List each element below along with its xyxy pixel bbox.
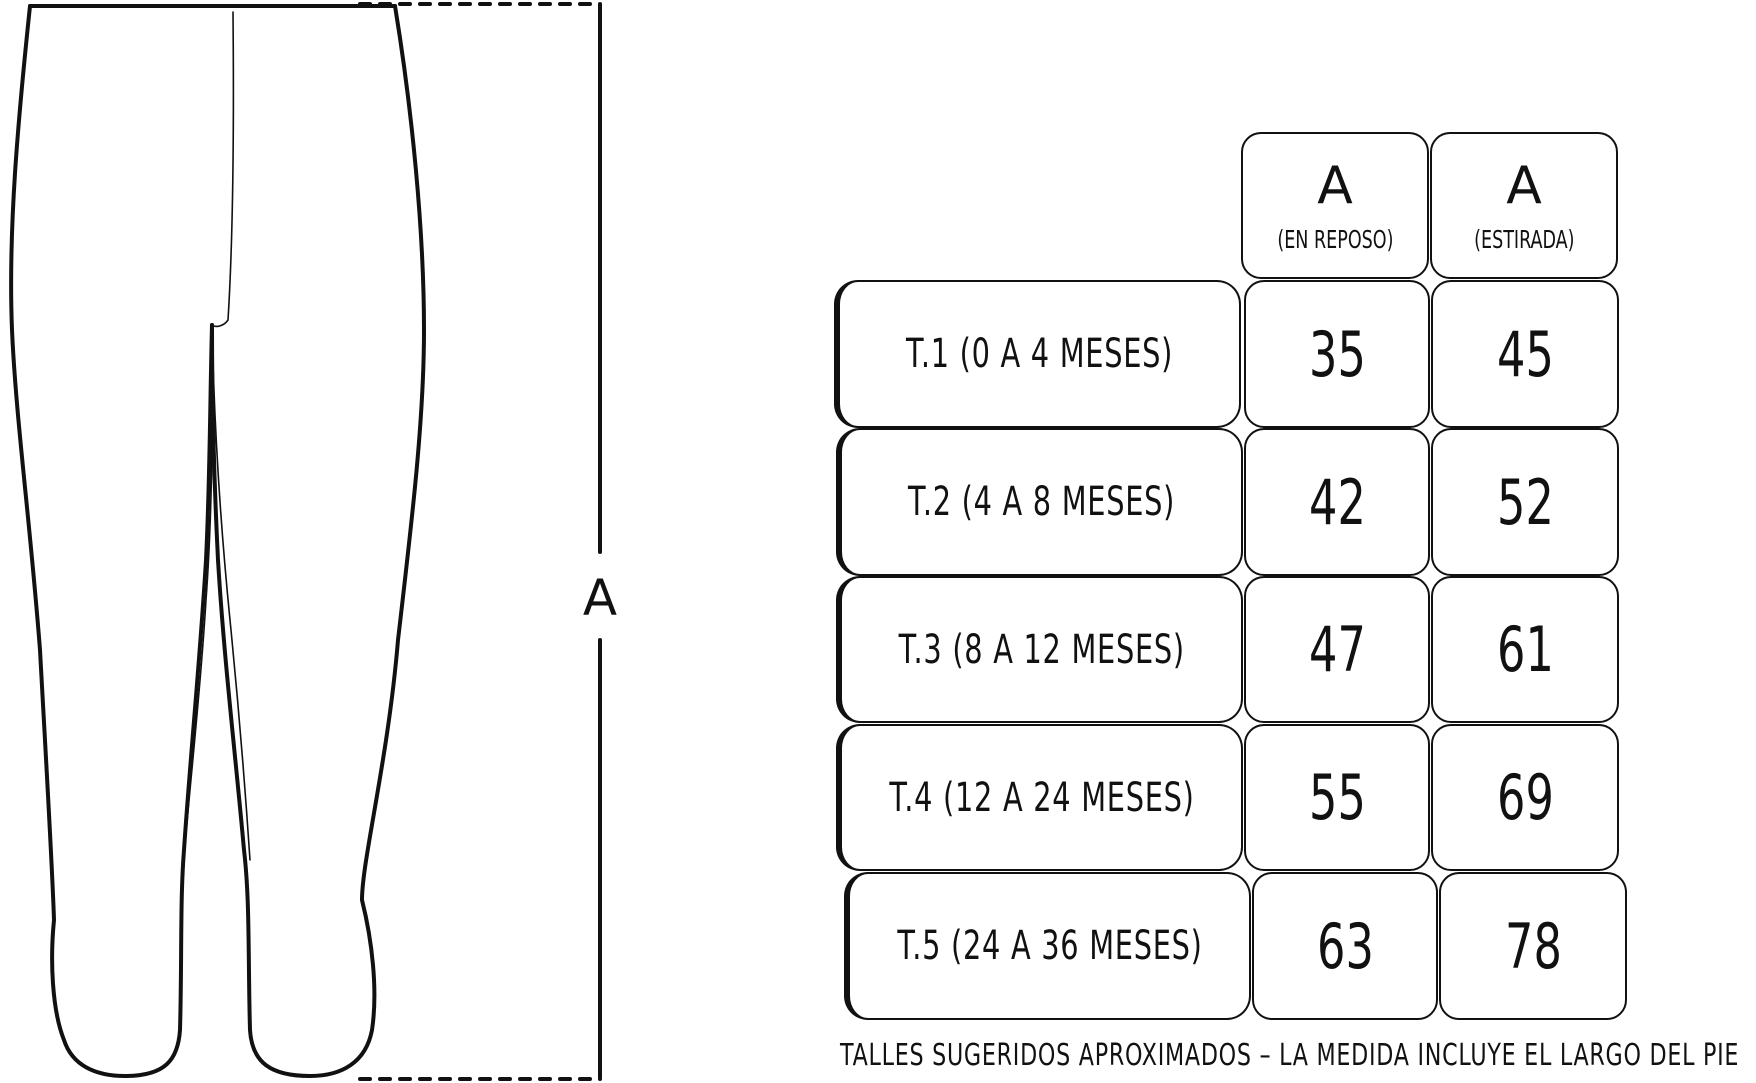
value-cell-estirada: 69	[1431, 724, 1619, 871]
size-row-label: T.1 (0 A 4 MESES)	[834, 280, 1241, 428]
value-cell-reposo: 55	[1244, 724, 1430, 871]
value-cell-reposo: 35	[1244, 280, 1430, 428]
column-header-letter: A	[1317, 155, 1353, 216]
crotch-seam	[211, 11, 235, 328]
column-header-letter: A	[1506, 155, 1542, 216]
column-header-reposo: A (EN REPOSO)	[1241, 132, 1429, 279]
column-header-note: (ESTIRADA)	[1473, 224, 1575, 254]
value-cell-reposo: 47	[1244, 576, 1430, 723]
column-header-note: (EN REPOSO)	[1276, 224, 1394, 254]
column-header-estirada: A (ESTIRADA)	[1430, 132, 1618, 279]
value-cell-estirada: 78	[1439, 872, 1627, 1020]
size-row-label: T.4 (12 A 24 MESES)	[836, 724, 1243, 871]
footer-note: TALLES SUGERIDOS APROXIMADOS – LA MEDIDA…	[840, 1038, 1740, 1073]
value-cell-reposo: 63	[1252, 872, 1438, 1020]
left-outer-contour	[9, 4, 214, 1078]
size-row-label: T.2 (4 A 8 MESES)	[836, 428, 1243, 576]
right-outer-contour	[210, 4, 426, 1078]
dimension-label: A	[578, 568, 622, 628]
value-cell-estirada: 45	[1431, 280, 1619, 428]
left-inner-seam	[183, 324, 214, 861]
value-cell-estirada: 61	[1431, 576, 1619, 723]
size-row-label: T.5 (24 A 36 MESES)	[844, 872, 1251, 1020]
size-row-label: T.3 (8 A 12 MESES)	[836, 576, 1243, 723]
right-inner-seam	[211, 324, 251, 861]
value-cell-reposo: 42	[1244, 428, 1430, 576]
tights-illustration	[9, 2, 602, 1081]
value-cell-estirada: 52	[1431, 428, 1619, 576]
